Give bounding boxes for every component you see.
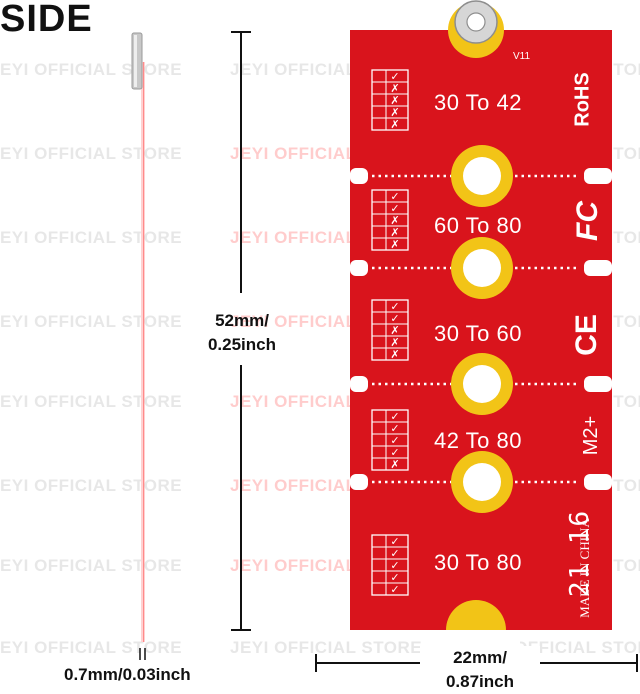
cross-icon: ✗	[390, 214, 399, 227]
breakoff-notch-left	[350, 376, 368, 392]
compatibility-label: 60 To 80	[434, 213, 523, 238]
width-inch: 0.87inch	[445, 672, 515, 691]
ce-mark: CE	[569, 314, 603, 356]
cross-icon: ✗	[390, 106, 399, 119]
check-icon: ✓	[390, 202, 399, 215]
width-label: 22mm/ 0.87inch	[420, 646, 540, 694]
check-icon: ✓	[390, 70, 399, 83]
breakoff-notch-right	[584, 474, 612, 490]
check-icon: ✓	[390, 535, 399, 548]
check-icon: ✓	[390, 300, 399, 313]
version-mark: V11	[513, 51, 531, 62]
cross-icon: ✗	[390, 226, 399, 239]
check-icon: ✓	[390, 434, 399, 447]
cross-icon: ✗	[390, 94, 399, 107]
compatibility-label: 30 To 42	[434, 90, 523, 115]
cross-icon: ✗	[390, 458, 399, 471]
adapter-board: ✓✗✗✗✗✓✓✗✗✗✓✓✗✗✗✓✓✓✓✗✓✓✓✓✓	[350, 0, 612, 670]
side-washer-highlight	[134, 35, 137, 87]
breakoff-notch-right	[584, 260, 612, 276]
compatibility-label: 30 To 80	[434, 550, 523, 575]
cross-icon: ✗	[390, 82, 399, 95]
washer-hole	[466, 12, 486, 32]
mount-hole	[463, 249, 501, 287]
check-icon: ✓	[390, 547, 399, 560]
m2-mark: M2+	[580, 415, 603, 456]
breakoff-notch-right	[584, 376, 612, 392]
watermark-text: JEYI OFFICIAL STORE	[0, 392, 183, 411]
check-icon: ✓	[390, 583, 399, 596]
cross-icon: ✗	[390, 348, 399, 361]
thickness-label: 0.7mm/0.03inch	[64, 665, 191, 684]
watermark-text: JEYI OFFICIAL STORE	[0, 556, 183, 575]
breakoff-notch-left	[350, 168, 368, 184]
watermark-text: JEYI OFFICIAL STORE	[0, 144, 183, 163]
check-icon: ✓	[390, 446, 399, 459]
length-label: 52mm/ 0.25inch	[188, 309, 296, 357]
check-icon: ✓	[390, 312, 399, 325]
rohs-mark: RoHS	[571, 72, 594, 127]
cross-icon: ✗	[390, 336, 399, 349]
watermark-text: JEYI OFFICIAL STORE	[230, 638, 423, 657]
watermark-text: JEYI OFFICIAL STORE	[0, 638, 183, 657]
cross-icon: ✗	[390, 118, 399, 131]
compatibility-label: 42 To 80	[434, 428, 523, 453]
breakoff-notch-left	[350, 474, 368, 490]
length-mm: 52mm/	[215, 311, 269, 330]
check-icon: ✓	[390, 571, 399, 584]
breakoff-notch-left	[350, 260, 368, 276]
side-profile-board	[141, 62, 144, 642]
length-inch: 0.25inch	[207, 335, 277, 354]
origin-mark: MADE IN CHINA	[576, 518, 592, 618]
size-grid	[371, 534, 409, 596]
compatibility-label: 30 To 60	[434, 321, 523, 346]
watermark-text: JEYI OFFICIAL STORE	[0, 228, 183, 247]
fc-mark: FC	[571, 201, 604, 241]
width-mm: 22mm/	[453, 648, 507, 667]
breakoff-notch-right	[584, 168, 612, 184]
cross-icon: ✗	[390, 238, 399, 251]
size-grid	[371, 69, 409, 131]
watermark-text: JEYI OFFICIAL STORE	[0, 476, 183, 495]
watermark-text: JEYI OFFICIAL STORE	[0, 312, 183, 331]
check-icon: ✓	[390, 559, 399, 572]
check-icon: ✓	[390, 410, 399, 423]
mount-hole	[463, 365, 501, 403]
page-title: SIDE	[0, 0, 93, 40]
check-icon: ✓	[390, 190, 399, 203]
size-grid	[371, 299, 409, 361]
mount-hole	[463, 157, 501, 195]
size-grid	[371, 189, 409, 251]
check-icon: ✓	[390, 422, 399, 435]
side-profile-edge	[143, 62, 145, 642]
mount-hole	[463, 463, 501, 501]
cross-icon: ✗	[390, 324, 399, 337]
size-grid	[371, 409, 409, 471]
